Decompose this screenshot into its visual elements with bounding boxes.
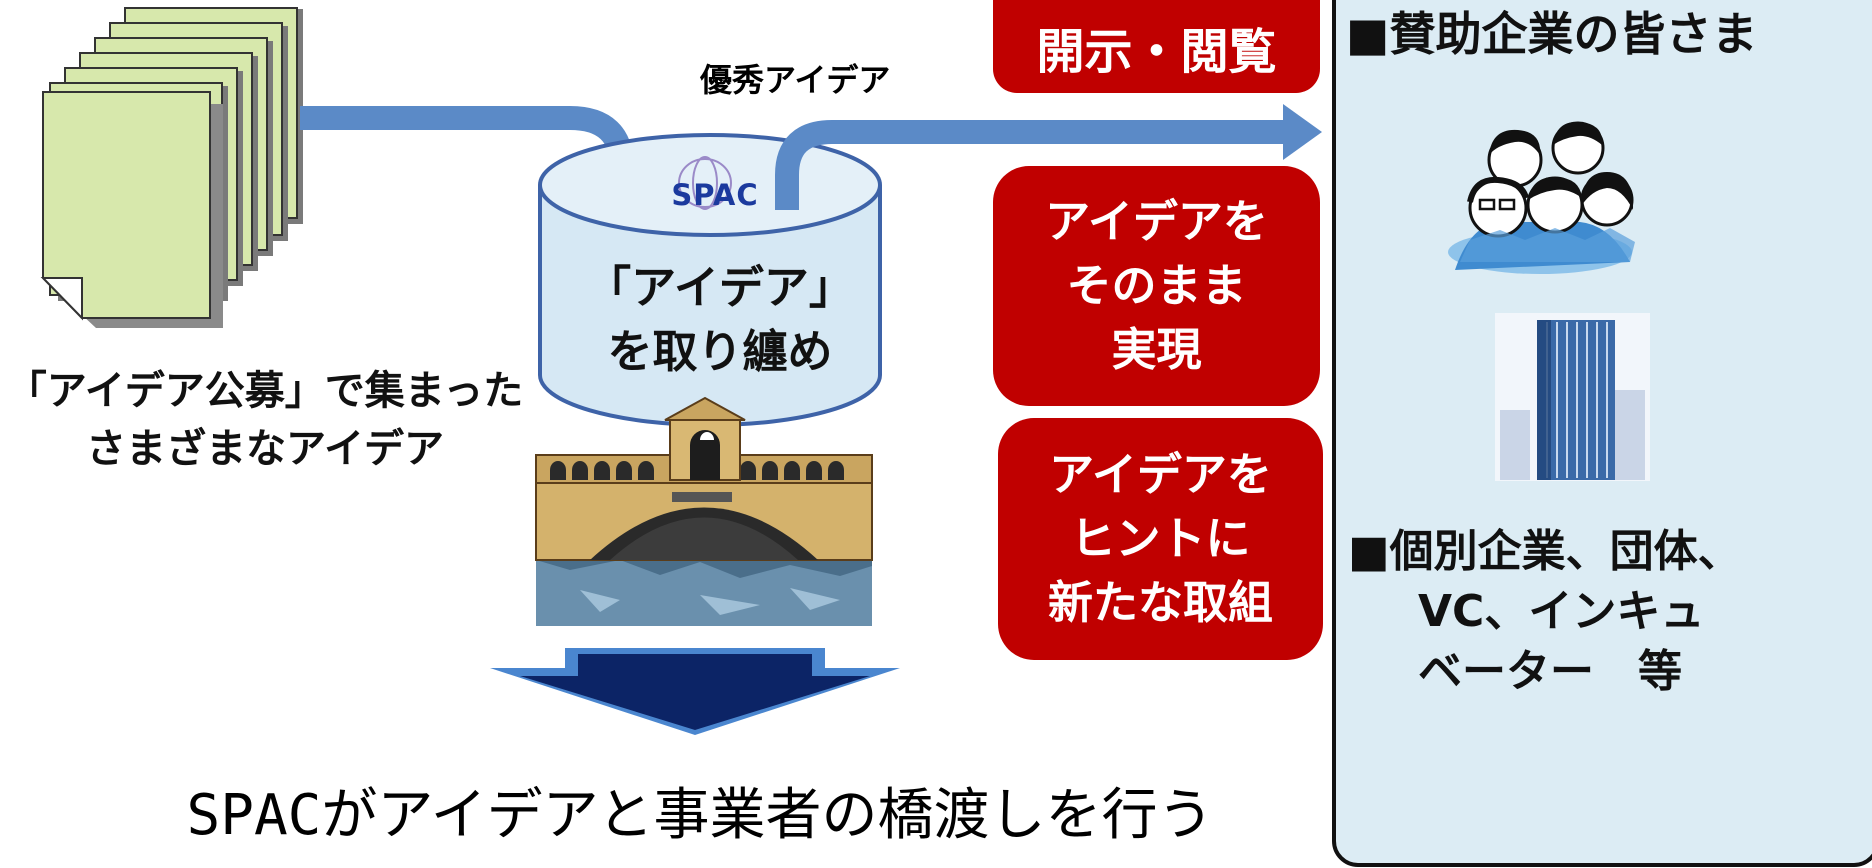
database-label: 「アイデア」 を取り纏め <box>555 256 885 384</box>
ideas-caption: 「アイデア公募」で集まった さまざまなアイデア <box>0 362 530 478</box>
other-partners-line1: ■個別企業、団体、 <box>1348 526 1742 577</box>
other-partners-line3: ベーター 等 <box>1418 646 1682 697</box>
excellent-ideas-label: 優秀アイデア <box>700 61 891 99</box>
ideas-caption-line1: 「アイデア公募」で集まった <box>6 368 524 414</box>
down-arrow-icon <box>490 648 900 735</box>
hint-new-initiative-box: アイデアを ヒントに 新たな取組 <box>998 418 1323 660</box>
realize-as-is-box: アイデアを そのまま 実現 <box>993 166 1320 406</box>
sponsor-companies-label: ■賛助企業の皆さま <box>1346 7 1758 61</box>
disclose-label: 開示・閲覧 <box>1036 23 1277 80</box>
bottom-caption: SPACがアイデアと事業者の橋渡しを行う <box>186 783 1214 848</box>
office-building-icon <box>1495 313 1650 481</box>
database-label-line1: 「アイデア」 <box>586 261 854 314</box>
document-stack-icon <box>40 7 303 328</box>
hint-new-initiative-label: アイデアを ヒントに 新たな取組 <box>1047 448 1273 629</box>
other-partners-label: ■個別企業、団体、 VC、インキュ ベーター 等 <box>1348 522 1788 702</box>
bridge-illustration <box>535 396 873 626</box>
realize-as-is-label: アイデアを そのまま 実現 <box>1045 195 1268 376</box>
ideas-caption-line2: さまざまなアイデア <box>86 426 444 472</box>
people-group-icon <box>1448 121 1635 274</box>
other-partners-line2: VC、インキュ <box>1418 586 1705 637</box>
spac-logo-text: SPAC <box>671 178 759 212</box>
database-label-line2: を取り纏め <box>607 325 833 378</box>
disclose-box: 開示・閲覧 <box>993 0 1320 93</box>
